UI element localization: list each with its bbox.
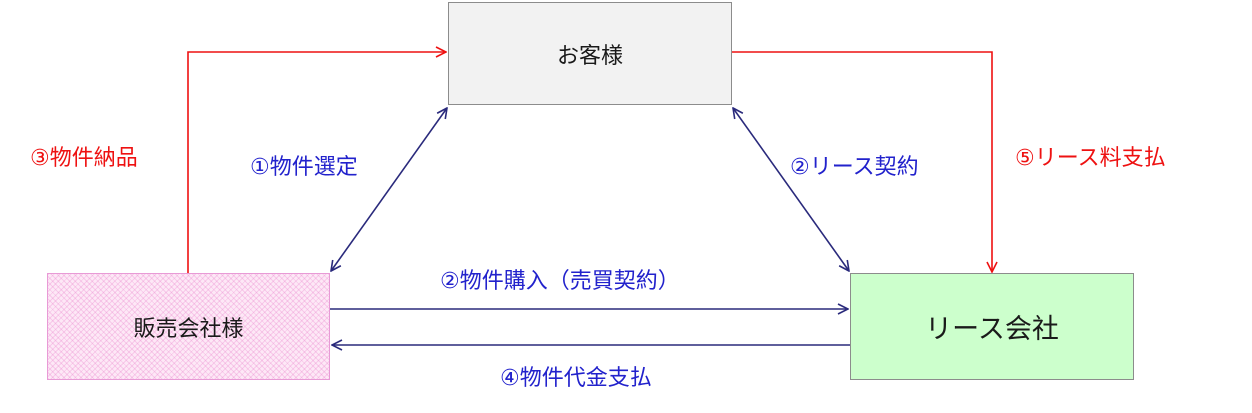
price-payment-label: ④物件代金支払	[500, 366, 652, 391]
lease-company-node: リース会社	[850, 273, 1134, 380]
purchase-label: ②物件購入（売買契約）	[440, 269, 680, 294]
lease-company-node-label: リース会社	[925, 314, 1059, 345]
vendor-node-label: 販売会社様	[133, 316, 244, 342]
customer-node: お客様	[448, 2, 732, 105]
vendor-node: 販売会社様	[47, 273, 330, 380]
lease-payment-arrow	[732, 51, 992, 272]
lease-payment-label: ⑤リース料支払	[1015, 146, 1166, 171]
delivery-arrow	[187, 52, 446, 273]
delivery-label: ③物件納品	[30, 146, 138, 171]
lease-contract-arrow	[733, 108, 849, 271]
customer-node-label: お客様	[556, 43, 623, 69]
selection-arrow	[331, 108, 447, 271]
selection-label: ①物件選定	[250, 155, 358, 180]
lease-contract-label: ②リース契約	[790, 155, 919, 180]
